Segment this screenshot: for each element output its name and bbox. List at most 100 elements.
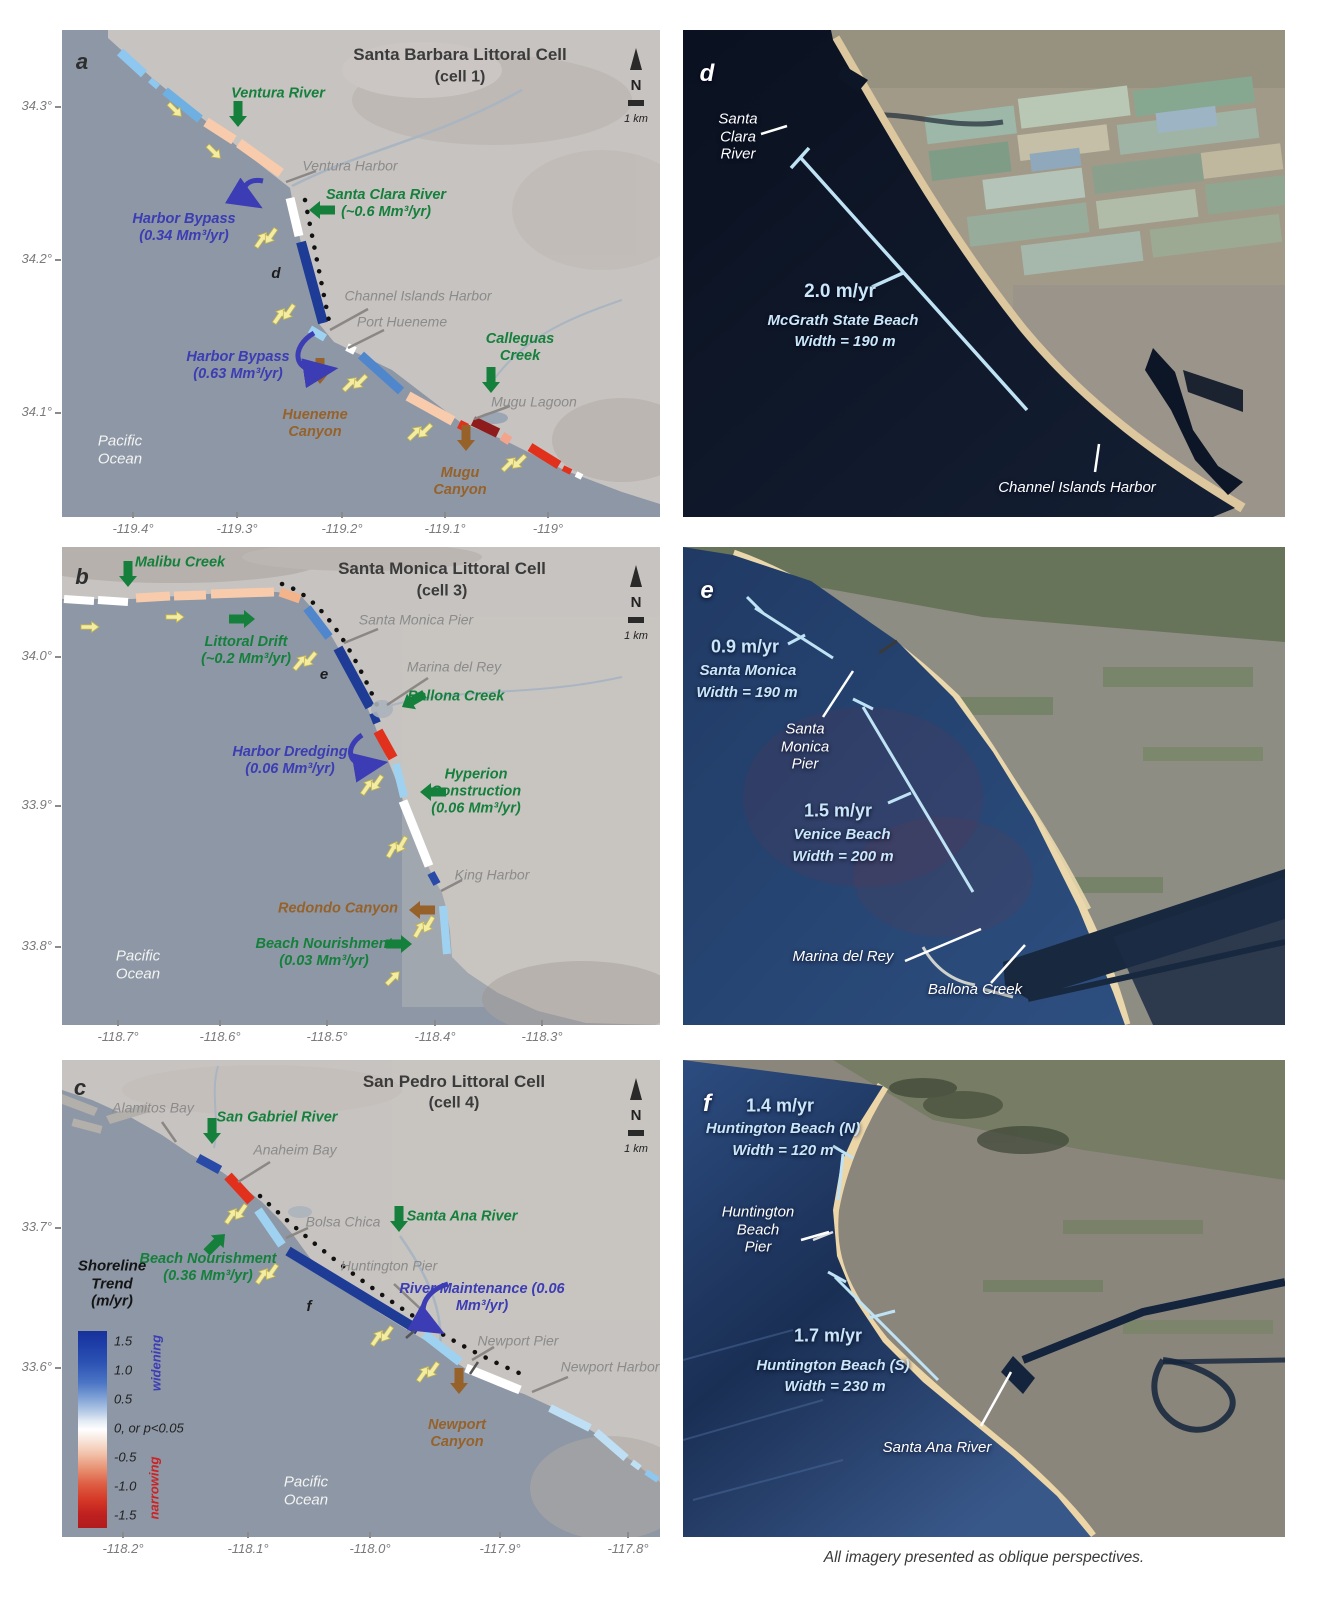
lon-tick: -118.3°: [521, 1029, 563, 1044]
map-graphic-a: N 1 km: [108, 30, 660, 504]
scale-bar: [628, 617, 644, 623]
littoral-drift-arrows: [252, 1258, 283, 1290]
imagery-extent-dots: [302, 197, 333, 329]
littoral-drift-input-arrow: [229, 610, 255, 628]
trend-colorbar: [78, 1331, 107, 1528]
aerial-graphic-e: [683, 547, 1285, 1025]
aerial-ocean: [683, 547, 1125, 1025]
lat-tick: 34.2°: [21, 251, 52, 266]
ballona-channel: [1027, 939, 1285, 1002]
bypass-arrow: [295, 330, 339, 389]
lon-tick: -118.2°: [102, 1541, 144, 1556]
hillshade-a: [342, 42, 660, 482]
lat-tick: 34.0°: [21, 648, 52, 663]
lat-tick: 33.6°: [21, 1359, 52, 1374]
aerial-ocean: [683, 1060, 1091, 1537]
legend-tick: -1.5: [114, 1507, 137, 1523]
transect-line: [827, 1144, 940, 1382]
littoral-drift-arrow: [165, 611, 185, 623]
imagery-extent-dots: [257, 1193, 529, 1379]
lon-tick: -119.4°: [112, 521, 154, 536]
urban-green-patches: [983, 1220, 1273, 1334]
transect-line: [789, 146, 1029, 412]
marina-basins: [1113, 877, 1285, 1025]
leader-lines: [800, 1230, 1013, 1427]
scale-bar: [628, 1130, 644, 1136]
aerial-panel-d: d Santa Clara River 2.0 m/yr McGrath Sta…: [683, 30, 1285, 517]
lon-tick: -119.3°: [216, 521, 258, 536]
santa-ana-channel: [1021, 1278, 1285, 1433]
scale-bar: [628, 100, 644, 106]
plume: [743, 707, 983, 887]
lon-tick: -118.1°: [227, 1541, 269, 1556]
scale-label: 1 km: [624, 113, 648, 125]
leader-lines: [821, 670, 1026, 984]
lon-tick: -118.6°: [199, 1029, 241, 1044]
lon-tick: -119.1°: [424, 521, 466, 536]
santa-clara-river-line: [291, 88, 523, 188]
north-label: N: [631, 594, 642, 611]
littoral-drift-arrows: [367, 1320, 398, 1352]
harbor-water: [1145, 348, 1243, 495]
nourishment-input-arrow: [200, 1227, 232, 1259]
wave-streaks: [683, 1329, 844, 1501]
river-mouth: [1001, 1356, 1035, 1394]
littoral-drift-arrows: [413, 1356, 444, 1388]
huntington-pier-mark: [812, 1230, 834, 1242]
far-urban: [823, 30, 1285, 88]
littoral-drift-arrows: [289, 644, 321, 677]
map-panel-a: N 1 km a Santa Barbara Littoral Cell (ce…: [62, 30, 660, 517]
marsh-patches: [889, 1078, 1069, 1154]
lon-tick: -118.5°: [306, 1029, 348, 1044]
shoreline-trend-segments-c: [195, 1154, 660, 1483]
lon-tick: -119.2°: [321, 521, 363, 536]
map-graphic-b: N 1 km: [62, 547, 660, 1025]
leader-lines: [760, 124, 1101, 473]
lat-tick: 34.3°: [21, 98, 52, 113]
aerial-panel-f: f 1.4 m/yr Huntington Beach (N) Width = …: [683, 1060, 1285, 1537]
land-b: [62, 547, 660, 1025]
river-maintenance-arrow: [407, 1281, 449, 1335]
aerial-ocean: [683, 30, 1235, 517]
transect-line: [745, 595, 975, 893]
scale-label: 1 km: [624, 1143, 648, 1155]
legend-tick: 1.5: [114, 1333, 133, 1349]
santa-ana-river-line: [398, 1235, 442, 1349]
north-label: N: [631, 77, 642, 94]
shoreline-trend-segments-a: [116, 48, 584, 480]
lon-tick: -118.0°: [349, 1541, 391, 1556]
littoral-drift-arrows: [338, 366, 371, 401]
santa-monica-pier-mark: [878, 639, 898, 655]
aerial-graphic-d: [683, 30, 1285, 517]
littoral-drift-arrows: [251, 222, 282, 254]
lat-tick: 33.9°: [21, 797, 52, 812]
aerial-graphic-f: [683, 1060, 1285, 1537]
port-structures: [62, 1094, 150, 1134]
harbor-basin: [1183, 370, 1243, 412]
lon-tick: -118.7°: [97, 1029, 139, 1044]
shoreline-trend-segments-b: [63, 587, 451, 955]
harbor-leader-lines-b: [343, 627, 463, 893]
legend-tick: 0, or p<0.05: [114, 1420, 184, 1436]
legend-tick: -0.5: [114, 1449, 137, 1465]
littoral-drift-arrow: [203, 141, 225, 163]
map-panel-c: N 1 km c San Pedro Littoral Cell (cell 4…: [62, 1060, 660, 1537]
littoral-drift-arrows: [403, 415, 436, 450]
littoral-drift-arrow: [382, 967, 404, 989]
detached-breakwater: [982, 987, 1014, 999]
bypass-arrow: [224, 177, 264, 209]
littoral-drift-arrow: [80, 621, 100, 633]
north-label: N: [631, 1107, 642, 1124]
legend-tick: -1.0: [114, 1478, 137, 1494]
imagery-extent-dots: [279, 581, 383, 715]
aerial-panel-e: e 0.9 m/yr Santa Monica Width = 190 m Sa…: [683, 547, 1285, 1025]
calleguas-creek-line: [491, 299, 623, 383]
harbor-leader-lines-a: [285, 169, 511, 421]
map-panel-b: N 1 km b Santa Monica Littoral Cell (cel…: [62, 547, 660, 1025]
lat-tick: 34.1°: [21, 404, 52, 419]
lon-tick: -117.8°: [607, 1541, 649, 1556]
bolsa-chica-wetland: [288, 1206, 312, 1218]
mountains: [683, 547, 1285, 642]
legend-tick: 0.5: [114, 1391, 133, 1407]
